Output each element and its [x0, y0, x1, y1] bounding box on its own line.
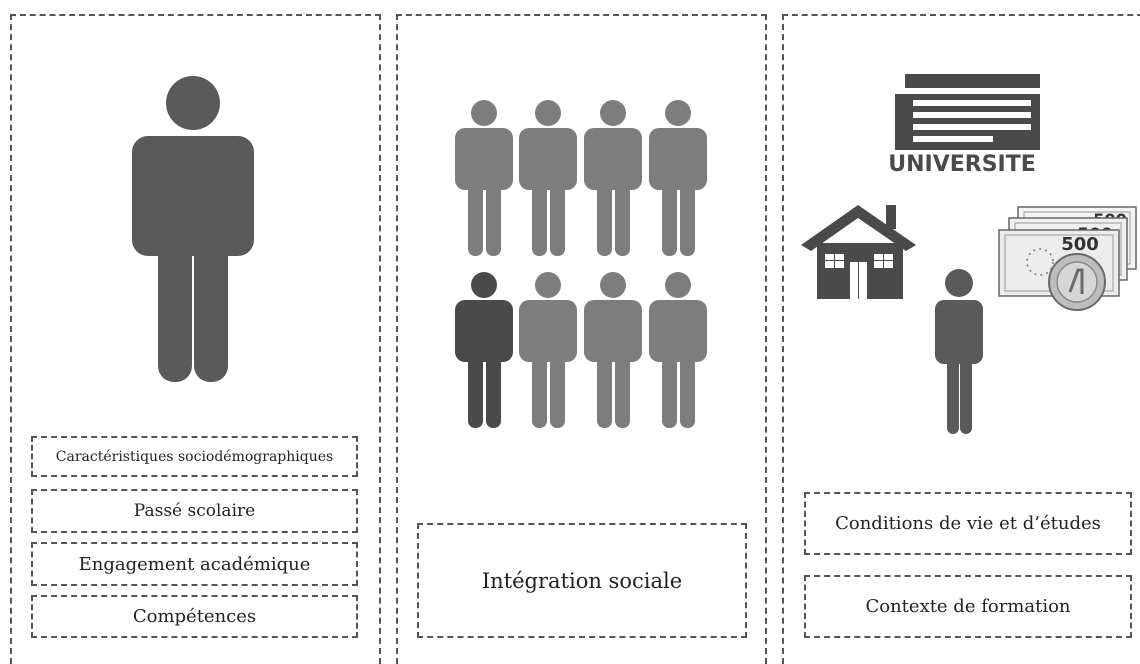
living-study-conditions-box: Conditions de vie et d’études: [804, 492, 1132, 555]
illustration-layer: UNIVERSITE 500 500: [132, 74, 1137, 434]
university-sign: UNIVERSITE: [888, 152, 1036, 177]
student-characteristics-panel: [10, 14, 381, 664]
person-icon: [649, 100, 707, 256]
svg-text:500: 500: [1061, 234, 1099, 255]
money-icon: 500 500 500: [998, 206, 1137, 311]
person-icon: [455, 100, 513, 256]
social-integration-panel: [396, 14, 767, 664]
coin-icon: [1048, 253, 1106, 311]
person-icon: [584, 272, 642, 428]
living-conditions-panel: [782, 14, 1140, 664]
highlighted-person-icon: [455, 272, 513, 428]
house-icon: [801, 205, 916, 299]
school-background-box: Passé scolaire: [31, 489, 358, 533]
competences-box: Compétences: [31, 595, 358, 638]
person-icon: [584, 100, 642, 256]
university-building-icon: UNIVERSITE: [888, 74, 1040, 177]
student-person-icon: [132, 76, 254, 382]
person-icon: [649, 272, 707, 428]
training-context-box: Contexte de formation: [804, 575, 1132, 638]
person-icon: [519, 100, 577, 256]
sociodemographic-box: Caractéristiques sociodémographiques: [31, 436, 358, 477]
social-integration-box: Intégration sociale: [417, 523, 747, 638]
person-icon: [519, 272, 577, 428]
student-small-person-icon: [935, 269, 983, 434]
group-people-icon: [455, 100, 707, 428]
academic-engagement-box: Engagement académique: [31, 542, 358, 586]
